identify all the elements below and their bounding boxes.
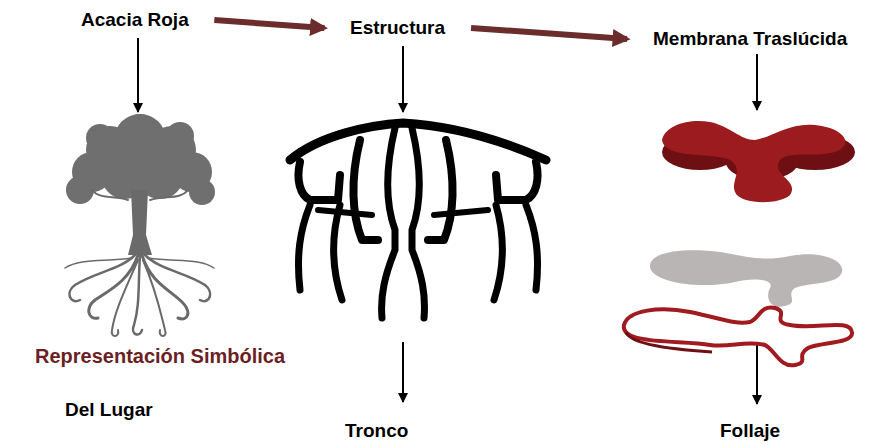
foliage-caption: Follaje [718,419,782,443]
membrane-foliage [624,121,855,365]
tree-symbol [65,114,215,336]
heading-text: Estructura [350,17,445,39]
stage-heading: Membrana Traslúcida [651,27,849,51]
heading-text: Acacia Roja [81,9,189,31]
heading-text: Membrana Traslúcida [653,28,847,50]
trunk-caption: Tronco [343,419,410,443]
stage-heading: Acacia Roja [79,8,191,32]
symbolic-caption: Representación Simbólica [33,344,287,369]
structure-frame [290,123,546,318]
flow-arrow [214,20,324,28]
place-caption: Del Lugar [63,398,155,422]
flow-arrow [471,28,627,39]
stage-heading: Estructura [348,16,447,40]
